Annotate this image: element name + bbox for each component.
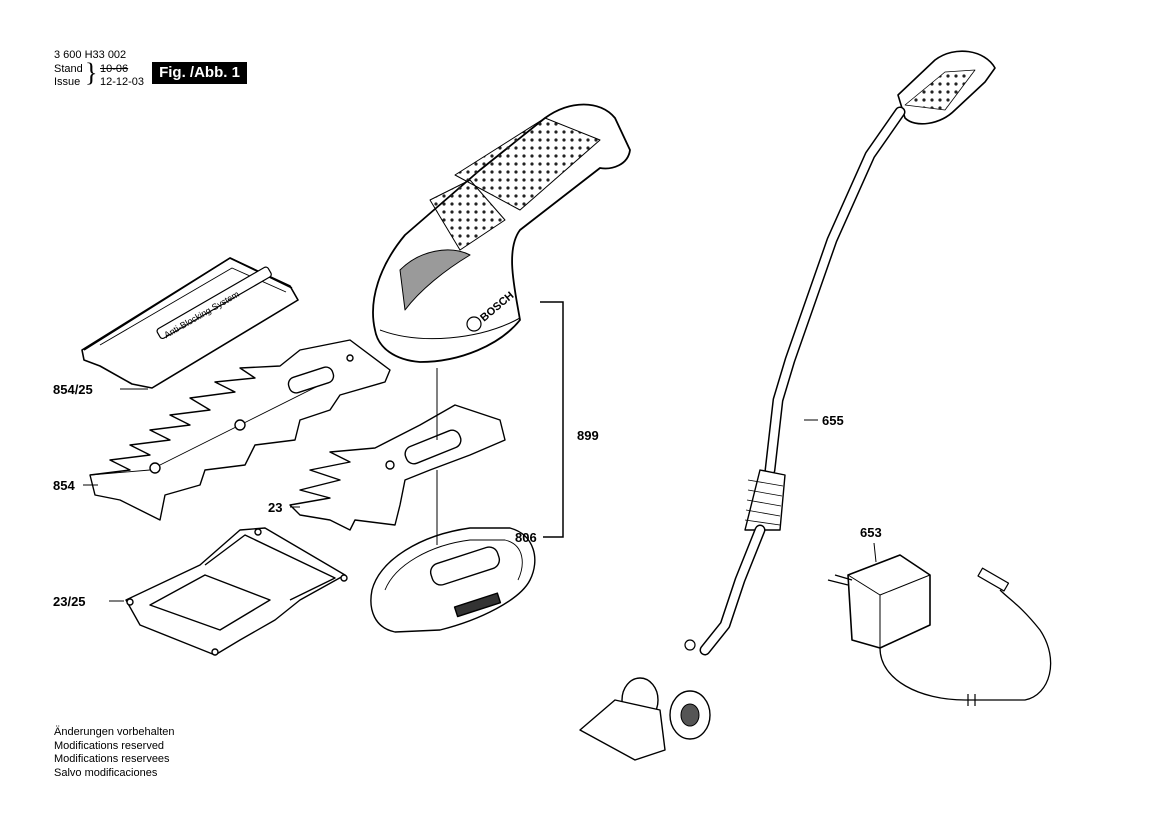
hedge-trimmer-blade <box>89 339 391 521</box>
issue-date: 12-12-03 <box>100 76 145 88</box>
part-label-23-25: 23/25 <box>53 594 86 609</box>
document-number: 3 600 H33 002 <box>54 49 127 61</box>
shrub-blade-cover <box>125 527 348 656</box>
hand-shears-housing: BOSCH <box>372 103 631 363</box>
modifications-notice: Änderungen vorbehalten Modifications res… <box>54 726 174 780</box>
figure-label: Fig. /Abb. 1 <box>152 62 247 84</box>
telescopic-handle <box>579 50 996 761</box>
issue-label: Issue <box>54 76 81 88</box>
part-label-854-25: 854/25 <box>53 382 93 397</box>
notice-line: Modifications reserved <box>54 739 165 752</box>
superseded-date: 10-06 <box>100 63 129 75</box>
part-label-23: 23 <box>268 500 283 515</box>
part-label-806: 806 <box>515 530 537 545</box>
brace-glyph: } <box>85 58 98 87</box>
leader-lines <box>83 388 877 602</box>
bracket-899 <box>540 301 564 538</box>
part-label-655: 655 <box>822 413 844 428</box>
part-label-899: 899 <box>577 428 599 443</box>
part-label-854: 854 <box>53 478 75 493</box>
notice-line: Änderungen vorbehalten <box>54 726 175 738</box>
notice-line: Modifications reservees <box>54 753 170 765</box>
notice-line: Salvo modificaciones <box>54 766 158 779</box>
blade-cover: Anti-Blocking System <box>81 257 299 389</box>
battery-charger <box>827 554 1052 706</box>
base-plate <box>370 527 536 633</box>
shrub-blade <box>289 404 506 531</box>
stand-label: Stand <box>54 63 83 75</box>
part-label-653: 653 <box>860 525 882 540</box>
